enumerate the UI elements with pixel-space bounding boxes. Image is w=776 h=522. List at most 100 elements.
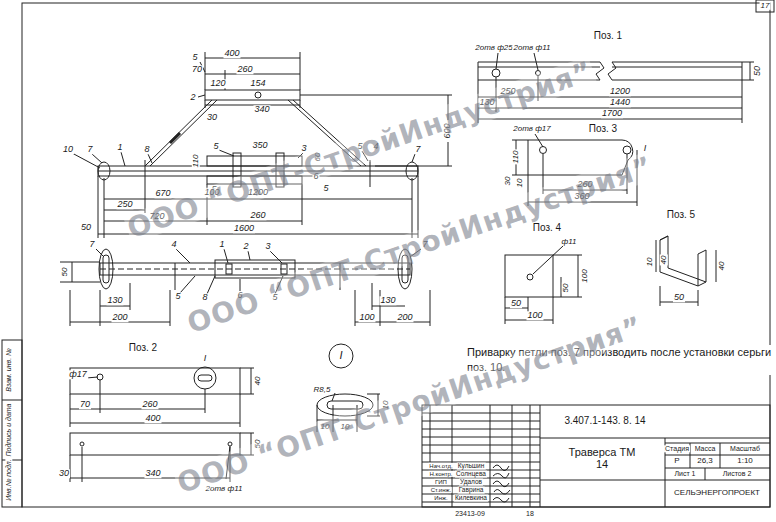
title-block — [422, 405, 770, 507]
dimension: 260 — [141, 400, 158, 409]
title-block-cell: 1:10 — [736, 457, 754, 465]
callout-number: 8 — [201, 293, 208, 302]
dimension: 30 — [206, 113, 218, 122]
dimension: 250 — [116, 200, 133, 209]
callout-number: I — [203, 354, 208, 363]
sheet-frame — [22, 3, 770, 507]
callout-number: 3 — [264, 242, 271, 251]
callout-number: 5 — [322, 184, 329, 193]
view-title: Поз. 3 — [588, 124, 618, 135]
title-block-cell: Инж. — [433, 495, 448, 501]
dimension: 100 — [358, 313, 375, 322]
dimension: 50 — [80, 223, 92, 232]
view-title: Поз. 2 — [128, 343, 158, 354]
dimension: 100 — [581, 268, 589, 283]
dimension: 350 — [251, 141, 268, 150]
title-block-cell: 18 — [525, 510, 535, 517]
callout-number: 1 — [218, 240, 225, 249]
title-block-cell: Н.контр. — [428, 471, 453, 477]
part-5-sketch — [656, 236, 716, 306]
dimension: 10 — [646, 257, 654, 268]
dimension: 1200 — [609, 87, 631, 96]
dimension: 260 — [236, 65, 253, 74]
dimension: 130 — [379, 296, 396, 305]
callout-number: 1 — [116, 143, 123, 152]
dimension: 200 — [396, 313, 413, 322]
title-block-cell: СЕЛЬЭНЕРГОПРОЕКТ — [673, 489, 761, 497]
dimension: 110 — [192, 154, 200, 169]
title-block-cell: Кульшин — [457, 463, 486, 470]
title-block-cell: Траверса ТМ 14 — [561, 447, 643, 470]
title-block-cell: Ст.инж. — [430, 487, 452, 493]
dimension: 1700 — [601, 109, 623, 118]
title-block-cell: Р — [673, 457, 680, 465]
dimension: 70 — [79, 400, 91, 409]
margin-stamp: Инв.№ подл. — [5, 458, 12, 502]
title-block-cell: ГИП — [434, 479, 448, 485]
title-block-cell: Нач.отд. — [428, 463, 453, 469]
title-block-cell: Листов 2 — [722, 470, 753, 477]
callout-number: 2 — [242, 242, 249, 251]
part-4-sketch — [505, 246, 582, 324]
view-title: Поз. 1 — [593, 31, 623, 42]
title-block-cell: Масса — [694, 445, 717, 452]
dimension: 50 — [510, 299, 522, 308]
callout-number: 10 — [62, 145, 74, 154]
callout-number: 2отв ф11 — [513, 44, 552, 52]
view-title: Поз. 5 — [666, 210, 696, 221]
dimension: 1600 — [233, 224, 255, 233]
dimension: 200 — [111, 313, 128, 322]
callout-number: 5 — [174, 292, 181, 301]
dimension: 50 — [562, 283, 570, 294]
dimension: 670 — [154, 189, 171, 198]
dimension: R8,5 — [313, 386, 332, 394]
dimension: 260 — [249, 211, 266, 220]
title-block-cell: Гаврина — [458, 487, 485, 494]
margin-stamp: Взам. инв. № — [5, 347, 12, 392]
title-block-cell: Стадия — [664, 445, 690, 452]
callout-number: 8 — [143, 145, 150, 154]
callout-number: 5 — [212, 142, 219, 151]
callout-number: 7 — [86, 145, 93, 154]
title-block-cell: 23413-09 — [454, 510, 486, 517]
sheet-box — [756, 0, 774, 12]
title-block-cell: Лист 1 — [673, 470, 696, 477]
margin-stamp: Подпись и дата — [5, 403, 12, 458]
watermark: ООО “ОПТ-СтройИндустрия” — [173, 311, 647, 499]
dimension: 340 — [253, 105, 270, 114]
callout-number: 2 — [189, 93, 196, 102]
sheet-number: 17 — [760, 2, 771, 10]
dimension: 120 — [209, 79, 226, 88]
dimension: 154 — [249, 79, 266, 88]
title-block-cell: 26,3 — [696, 457, 714, 465]
dimension: 400 — [144, 414, 161, 423]
title-block-cell: Килевкина — [454, 495, 488, 502]
title-block-cell: 3.407.1-143. 8. 14 — [563, 416, 646, 427]
margin-stamp-frame — [2, 340, 22, 507]
dimension: 100 — [526, 311, 543, 320]
view-title: Поз. 4 — [532, 223, 562, 234]
callout-number: ф11 — [561, 238, 578, 246]
callout-number: ф17 — [68, 370, 88, 379]
callout-number: 4 — [170, 240, 177, 249]
dimension: 30 — [504, 176, 512, 187]
dimension: 40 — [660, 255, 668, 266]
dimension: 50 — [61, 267, 69, 278]
callout-number: 2отв ф25 — [474, 44, 514, 52]
callout-number: 2отв ф17 — [512, 125, 552, 133]
callout-number: 5 — [191, 53, 198, 62]
title-block-cell: Солнцева — [455, 471, 487, 478]
dimension: 50 — [753, 65, 762, 77]
dimension: 400 — [223, 49, 240, 58]
dimension: 50 — [673, 293, 685, 302]
dimension: 1440 — [609, 98, 631, 107]
callout-number: I — [338, 350, 343, 362]
dimension: 10 — [516, 178, 524, 189]
dimension: 130 — [106, 296, 123, 305]
dimension: 70 — [191, 65, 203, 74]
dimension: 340 — [144, 469, 161, 478]
dimension: 40 — [718, 261, 726, 272]
dimension: 30 — [58, 469, 70, 478]
title-block-cell: Масштаб — [729, 445, 761, 452]
dimension: 40 — [254, 376, 262, 387]
